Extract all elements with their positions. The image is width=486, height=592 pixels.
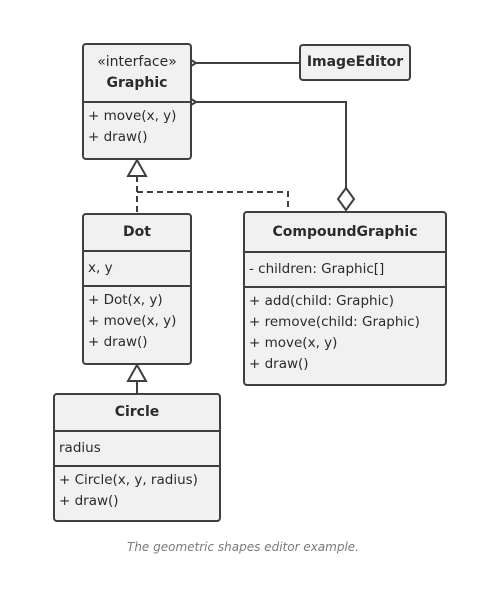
compound-graphic-operation: + draw() [249, 356, 309, 372]
compound-graphic-operations: + add(child: Graphic) + remove(child: Gr… [245, 286, 445, 375]
image-editor-name: ImageEditor [306, 54, 404, 70]
compound-graphic-operation: + add(child: Graphic) [249, 293, 395, 309]
compound-graphic-attributes: - children: Graphic[] [245, 251, 445, 286]
circle-attribute: radius [59, 440, 101, 456]
circle-class-box: Circle radius + Circle(x, y, radius) + d… [53, 393, 221, 522]
circle-attributes: radius [55, 430, 219, 465]
graphic-operation: + move(x, y) [88, 108, 177, 124]
dot-name: Dot [123, 224, 151, 240]
dot-operation: + move(x, y) [88, 313, 177, 329]
graphic-interface-box: «interface» Graphic + move(x, y) + draw(… [82, 43, 192, 160]
compound-graphic-name: CompoundGraphic [272, 223, 418, 240]
compound-graphic-class-box: CompoundGraphic - children: Graphic[] + … [243, 211, 447, 386]
realization-triangle [126, 157, 148, 177]
circle-operation: + Circle(x, y, radius) [59, 472, 198, 488]
compound-realization-dashed-line [137, 191, 289, 214]
dot-attributes: x, y [84, 250, 190, 285]
compound-graphic-attribute: - children: Graphic[] [249, 261, 385, 277]
circle-operations: + Circle(x, y, radius) + draw() [55, 465, 219, 512]
dot-operation: + Dot(x, y) [88, 292, 163, 308]
graphic-name: Graphic [106, 75, 168, 91]
dot-class-box: Dot x, y + Dot(x, y) + move(x, y) + draw… [82, 213, 192, 365]
dot-attribute: x, y [88, 260, 113, 276]
aggregation-diamond [336, 186, 356, 212]
dot-operation: + draw() [88, 334, 148, 350]
figure-caption: The geometric shapes editor example. [126, 540, 359, 554]
compound-graphic-operation: + move(x, y) [249, 335, 338, 351]
circle-operation: + draw() [59, 493, 119, 509]
graphic-operations: + move(x, y) + draw() [84, 101, 190, 148]
image-editor-box: ImageEditor [299, 44, 411, 81]
circle-name: Circle [114, 404, 160, 420]
dot-operations: + Dot(x, y) + move(x, y) + draw() [84, 285, 190, 353]
graphic-operation: + draw() [88, 129, 148, 145]
graphic-header: «interface» Graphic [84, 45, 190, 101]
graphic-stereotype: «interface» [97, 54, 177, 70]
compound-graphic-operation: + remove(child: Graphic) [249, 314, 420, 330]
inheritance-triangle [126, 362, 148, 382]
compound-aggregation-arrow [196, 102, 347, 188]
